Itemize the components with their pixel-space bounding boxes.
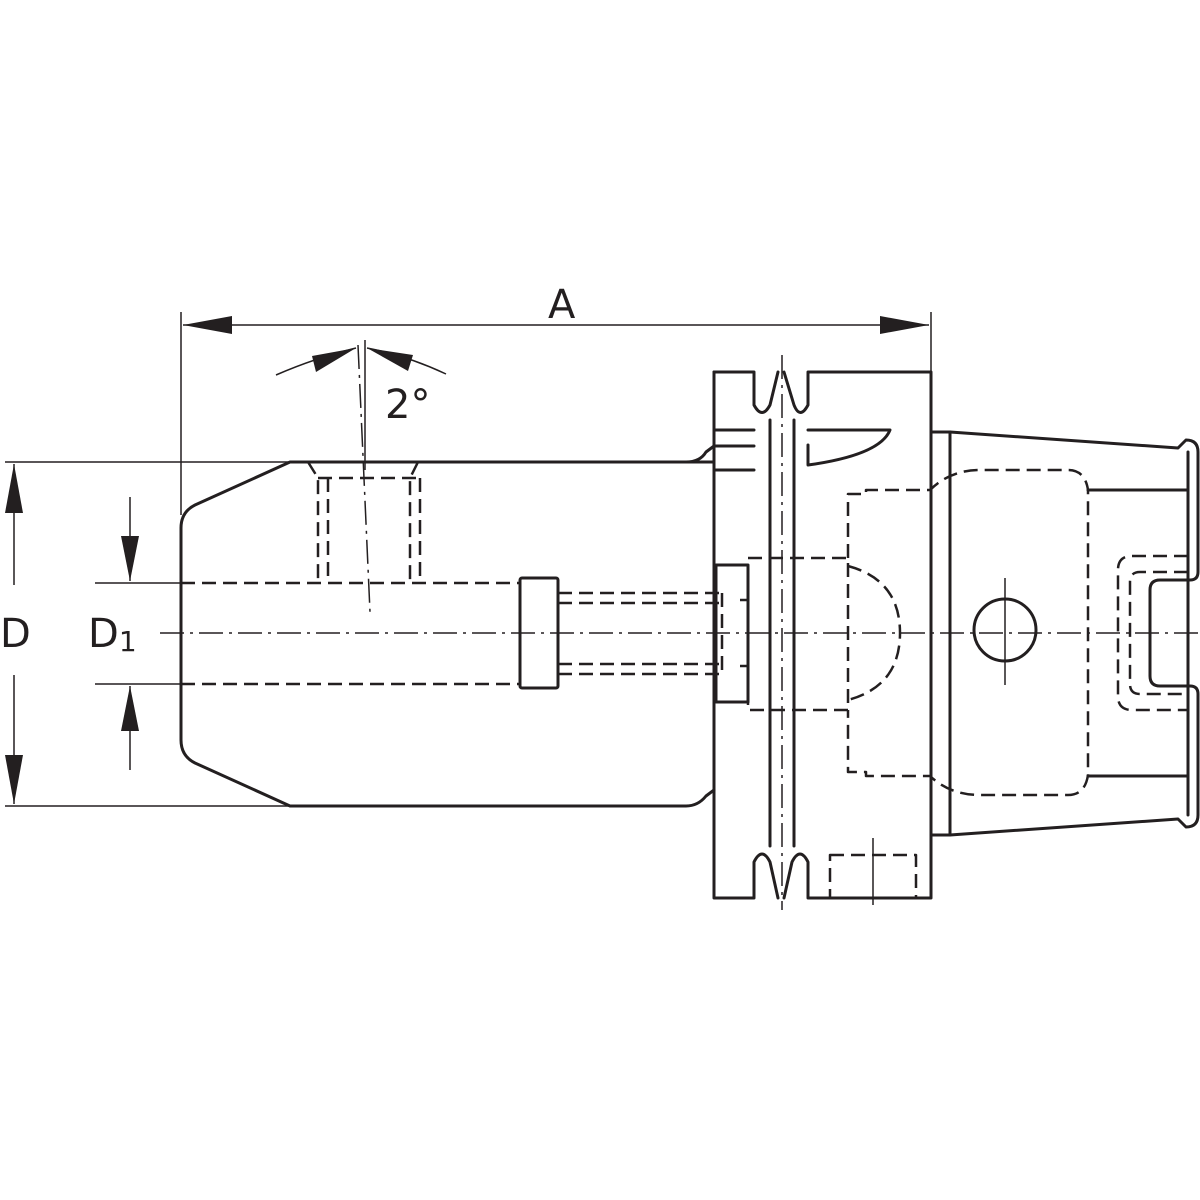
- arrow-d1-bottom: [121, 686, 139, 731]
- dimension-angle: 2°: [275, 340, 447, 613]
- dimension-d: D: [0, 461, 290, 807]
- shank-body: [179, 444, 716, 808]
- shank-top-step: [684, 444, 716, 464]
- retention-knob: [714, 556, 902, 712]
- flange-keyway: [712, 428, 892, 467]
- angle-arrow-left: [312, 348, 356, 372]
- arrow-left: [183, 316, 232, 334]
- dimension-d1: D1: [88, 497, 180, 770]
- flange-right: [782, 370, 933, 900]
- arrow-d-top: [5, 464, 23, 513]
- flange-step: [712, 444, 756, 472]
- angle-arrow-right: [367, 348, 413, 371]
- flange-cavity: [828, 468, 1090, 905]
- knob-insert: [714, 563, 750, 704]
- bore: [181, 576, 724, 690]
- shank-outline: [179, 460, 716, 808]
- flange-left-top: [712, 370, 780, 414]
- dimension-a: A: [180, 282, 932, 515]
- flange-left: [712, 370, 780, 900]
- hsk-taper: [929, 430, 1200, 837]
- clamp-hole-right: [408, 461, 420, 583]
- stop-screw: [518, 576, 560, 690]
- arrow-d-bottom: [5, 755, 23, 804]
- drive-slot-inner: [1128, 570, 1188, 696]
- label-d: D: [0, 611, 31, 657]
- clamp-screw-hole: [306, 461, 422, 583]
- arrow-right: [880, 316, 929, 334]
- label-d1: D1: [88, 611, 137, 658]
- taper-outline: [929, 430, 1200, 837]
- knob-dome: [847, 564, 902, 702]
- arrow-d1-top: [121, 536, 139, 581]
- label-angle: 2°: [385, 382, 430, 428]
- clamp-hole-left: [306, 461, 320, 583]
- flange: [712, 355, 933, 910]
- knob-body: [746, 556, 850, 712]
- label-a: A: [548, 282, 576, 328]
- drive-slot: [1116, 554, 1188, 712]
